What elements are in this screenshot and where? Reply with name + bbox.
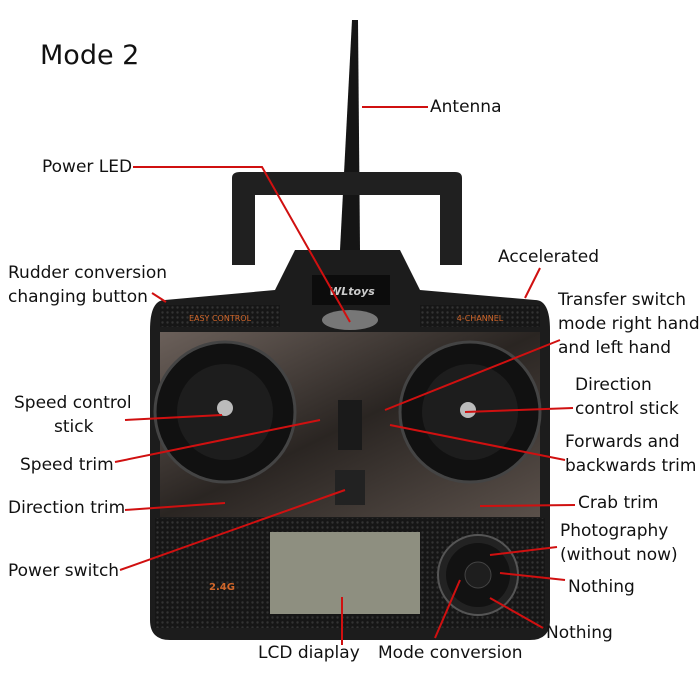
- right-stick: [460, 402, 476, 418]
- label-transfer-2: mode right hand: [558, 314, 700, 334]
- label-speed-stick-2: stick: [54, 417, 94, 437]
- label-power-led: Power LED: [42, 157, 133, 177]
- leader-lines: [114, 106, 576, 645]
- power-switch: [335, 470, 365, 505]
- label-direction-stick-1: Direction: [575, 375, 652, 395]
- label-transfer-3: and left hand: [558, 338, 672, 358]
- label-transfer-1: Transfer switch: [558, 290, 687, 310]
- label-power-switch: Power switch: [8, 561, 120, 581]
- label-fb-trim-1: Forwards and: [565, 432, 680, 452]
- brand-logo: WLtoys: [329, 285, 375, 298]
- label-direction-trim: Direction trim: [8, 498, 126, 518]
- label-rudder-2: changing button: [8, 287, 148, 307]
- label-speed-stick-1: Speed control: [14, 393, 132, 413]
- label-nothing-2: Nothing: [546, 623, 613, 643]
- label-rudder-1: Rudder conversion: [8, 263, 168, 283]
- label-fb-trim-2: backwards trim: [565, 456, 697, 476]
- panel-left-text: EASY CONTROL: [189, 314, 252, 323]
- label-photo-2: (without now): [560, 545, 678, 565]
- label-antenna: Antenna: [430, 97, 502, 117]
- label-mode-conversion: Mode conversion: [378, 643, 523, 663]
- label-crab-trim: Crab trim: [578, 493, 659, 513]
- page-title: Mode 2: [40, 40, 140, 71]
- left-stick: [217, 400, 233, 416]
- lcd-display: [270, 532, 420, 614]
- label-lcd: LCD diaplay: [258, 643, 360, 663]
- label-photo-1: Photography: [560, 521, 669, 541]
- brand-plate: [312, 275, 390, 305]
- band-text: 2.4G: [209, 582, 235, 593]
- handle: [232, 172, 462, 265]
- panel-right-text: 4-CHANNEL: [457, 314, 504, 323]
- label-accelerated: Accelerated: [498, 247, 599, 267]
- label-direction-stick-2: control stick: [575, 399, 679, 419]
- label-speed-trim: Speed trim: [20, 455, 114, 475]
- antenna: [340, 20, 360, 250]
- label-nothing-1: Nothing: [568, 577, 635, 597]
